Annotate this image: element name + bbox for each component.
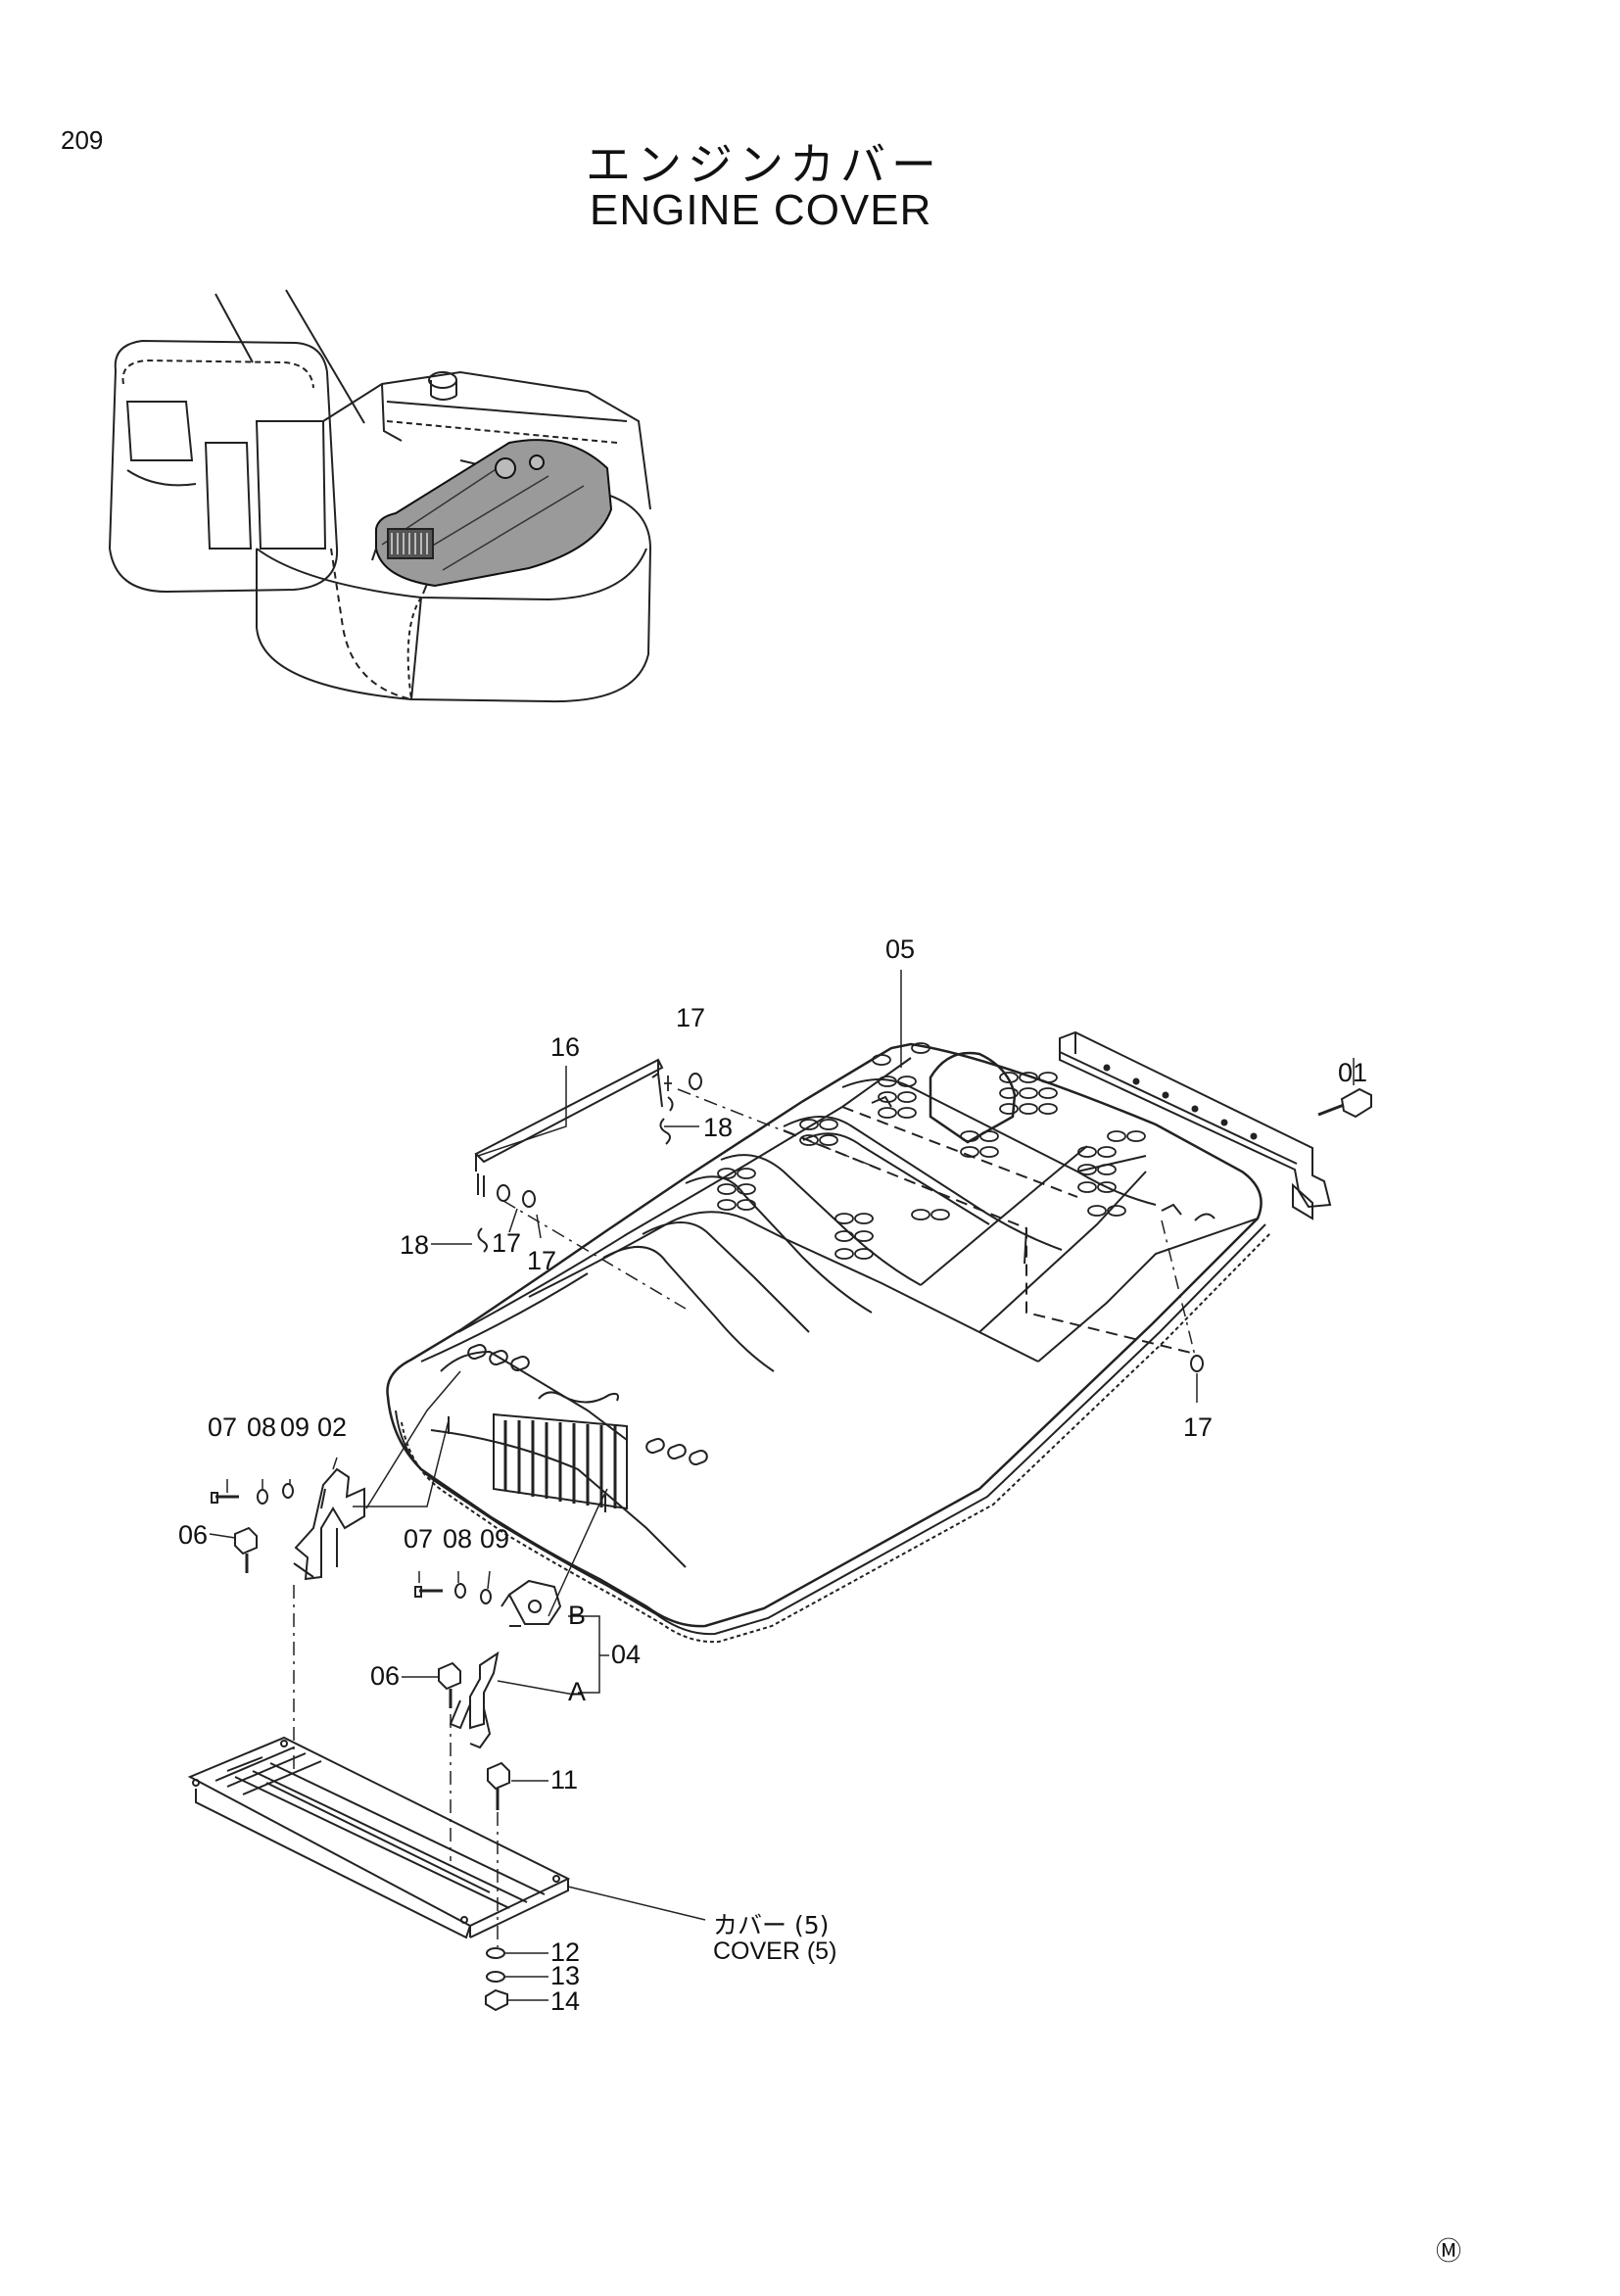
- callout-06-mid: 06: [370, 1661, 401, 1691]
- maker-mark: Ⓜ: [1436, 2236, 1462, 2266]
- callout-a: A: [568, 1677, 587, 1706]
- callout-18-top: 18: [703, 1113, 734, 1142]
- callout-13: 13: [550, 1961, 581, 1990]
- callout-06-left: 06: [178, 1520, 209, 1550]
- callout-17-top: 17: [676, 1003, 706, 1032]
- callout-05: 05: [885, 934, 916, 964]
- callout-01: 01: [1338, 1058, 1368, 1087]
- callout-12: 12: [550, 1937, 581, 1967]
- cover-note-english: COVER (5): [713, 1937, 837, 1965]
- callout-17-left-a: 17: [492, 1228, 522, 1258]
- callout-b: B: [568, 1601, 587, 1630]
- latch-assemblies: [212, 1469, 560, 2010]
- cover-note-japanese: カバー (5): [713, 1911, 830, 1939]
- callout-14: 14: [550, 1986, 581, 2016]
- callout-17-right: 17: [1183, 1412, 1214, 1442]
- title-japanese: エンジンカバー: [586, 138, 942, 191]
- callout-07-mid: 07: [404, 1524, 434, 1554]
- cover-hole-pattern: [718, 1043, 1145, 1259]
- rear-bracket: [1060, 1032, 1371, 1219]
- engine-cover-panel: [388, 1043, 1272, 1642]
- callout-08-left: 08: [247, 1412, 277, 1442]
- leader-lines: [210, 970, 1197, 2000]
- page-number: 209: [61, 125, 104, 155]
- callout-09-left: 09: [280, 1412, 310, 1442]
- stay-rod: [476, 1060, 1215, 1371]
- callout-02: 02: [317, 1412, 348, 1442]
- title-english: ENGINE COVER: [590, 186, 932, 234]
- small-cover-plate: [190, 1738, 568, 1937]
- callout-18-left: 18: [400, 1230, 430, 1260]
- callout-04: 04: [611, 1640, 642, 1669]
- callout-08-mid: 08: [443, 1524, 473, 1554]
- callout-09-mid: 09: [480, 1524, 510, 1554]
- callout-17-left-b: 17: [527, 1246, 557, 1275]
- callout-11: 11: [550, 1765, 579, 1794]
- excavator-overview: [110, 290, 650, 701]
- callout-16: 16: [550, 1032, 581, 1062]
- vent-slots: [466, 1343, 708, 1465]
- callout-07-left: 07: [208, 1412, 238, 1442]
- front-grille: [494, 1414, 627, 1508]
